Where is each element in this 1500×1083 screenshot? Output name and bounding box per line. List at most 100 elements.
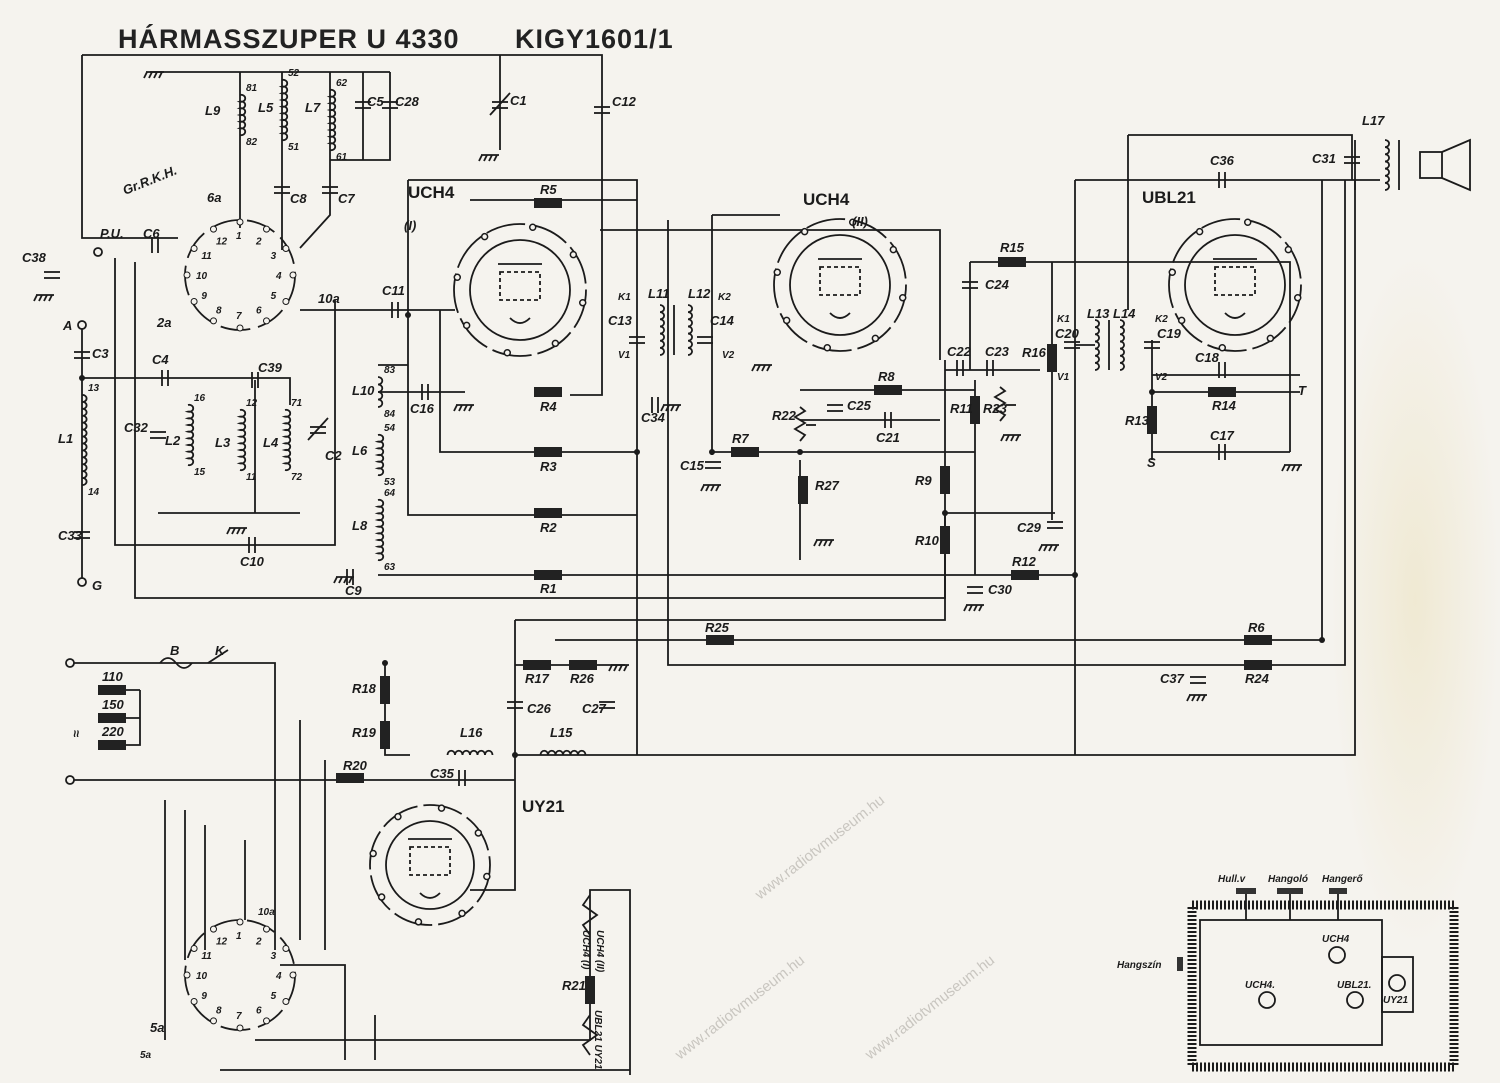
ground-icon <box>226 527 247 535</box>
capacitor-label: C36 <box>1210 153 1235 168</box>
ground-hatch <box>963 604 968 612</box>
switch-contact <box>210 225 217 233</box>
wire <box>82 54 603 396</box>
mains-tap-resistor <box>98 740 126 750</box>
capacitor-label: C20 <box>1055 326 1080 341</box>
switch-contact <box>236 918 244 926</box>
capacitor-label: C35 <box>430 766 455 781</box>
capacitor <box>629 336 645 344</box>
coil-tap-number: 11 <box>246 472 257 483</box>
switch-number: 11 <box>201 951 212 962</box>
tube-index: (I) <box>404 218 416 233</box>
knob-label: Hull.v <box>1218 874 1247 885</box>
capacitor <box>322 186 338 194</box>
knob-icon <box>1177 957 1183 971</box>
terminal-label: 5a <box>150 1020 164 1035</box>
terminal-label: S <box>1147 455 1156 470</box>
tube-pin <box>414 918 423 926</box>
coil-label: L16 <box>460 725 483 740</box>
ground-icon <box>1038 544 1059 552</box>
wire <box>555 180 1323 641</box>
capacitor <box>251 372 259 388</box>
junction-dot <box>79 375 85 381</box>
watermark-text: www.radiotvmuseum.hu <box>671 952 808 1064</box>
switch-contact <box>263 317 270 325</box>
resistor-label: R20 <box>343 758 368 773</box>
tube-grid <box>499 271 541 301</box>
mains-tap-label: 150 <box>102 697 124 712</box>
tube-pin <box>551 339 560 348</box>
ground-hatch <box>608 664 613 672</box>
terminal-label: 5a <box>140 1050 152 1061</box>
tube-pin <box>578 298 587 307</box>
tube-pin <box>889 245 898 254</box>
tube-pin <box>1168 268 1177 277</box>
chassis-layout-drawing <box>1177 888 1459 1072</box>
capacitor-label: C25 <box>847 398 872 413</box>
coil-tap-number: 72 <box>291 472 303 483</box>
fuse-icon <box>159 657 193 669</box>
ground-hatch <box>478 154 483 162</box>
wire <box>515 180 1356 756</box>
ground-hatch <box>1043 544 1048 552</box>
resistor <box>534 570 562 580</box>
resistor <box>585 976 595 1004</box>
ground-hatch <box>675 404 680 412</box>
ground-hatch <box>148 71 153 79</box>
tube-pin <box>823 343 832 352</box>
ground-icon <box>700 484 721 492</box>
terminal-label: K1 <box>1057 314 1070 325</box>
coil-tap-number: 53 <box>384 477 396 488</box>
coil-tap-number: 52 <box>288 68 300 79</box>
coil <box>1119 319 1125 371</box>
tube-pin <box>800 227 809 236</box>
resistor-label: R11 <box>950 401 973 416</box>
coil-tap-number: 54 <box>384 423 396 434</box>
tube-pin <box>898 293 907 302</box>
ground-hatch <box>715 484 720 492</box>
switch-number: 2 <box>255 236 262 247</box>
switch-contact <box>210 317 217 325</box>
ground-icon <box>33 294 54 302</box>
switch-number: 5 <box>271 991 277 1002</box>
ground-hatch <box>488 154 493 162</box>
resistor-label: R16 <box>1022 345 1047 360</box>
resistor-label: R25 <box>705 620 730 635</box>
power-switch-icon <box>207 649 229 664</box>
ground-icon <box>1000 434 1021 442</box>
capacitor-label: C5 <box>367 94 384 109</box>
terminal-label: V1 <box>1057 372 1070 383</box>
tube-label: UCH4 <box>803 190 850 209</box>
wire <box>82 377 291 405</box>
resistor-label: R27 <box>815 478 840 493</box>
coil <box>236 93 247 137</box>
tube-label: UBL21 <box>1142 188 1196 207</box>
wire <box>1128 134 1353 180</box>
layout-tube-label: UCH4 <box>1322 934 1350 945</box>
coil <box>326 88 337 152</box>
ground-hatch <box>231 527 236 535</box>
wire <box>70 662 276 950</box>
capacitor-label: C13 <box>608 313 633 328</box>
wire <box>515 510 946 621</box>
coil-label: L2 <box>165 433 181 448</box>
resistor <box>380 721 390 749</box>
resistor-label: R18 <box>352 681 377 696</box>
terminal-label: 10a <box>318 291 340 306</box>
capacitor-label: C16 <box>410 401 435 416</box>
wave-switch-bottom <box>183 918 297 1032</box>
capacitor-label: C28 <box>395 94 420 109</box>
capacitor-label: C34 <box>641 410 666 425</box>
ground-hatch <box>33 294 38 302</box>
ground-hatch <box>665 404 670 412</box>
coil <box>1384 139 1390 191</box>
terminal-label: K2 <box>1155 314 1168 325</box>
terminal-label: Gr.R.K.H. <box>121 162 180 197</box>
ground-icon <box>608 664 629 672</box>
tube-pin <box>437 804 446 812</box>
ground-hatch <box>38 294 43 302</box>
ground-hatch <box>823 539 828 547</box>
tube-uy21 <box>369 804 491 926</box>
tube-socket-icon <box>1388 974 1406 992</box>
